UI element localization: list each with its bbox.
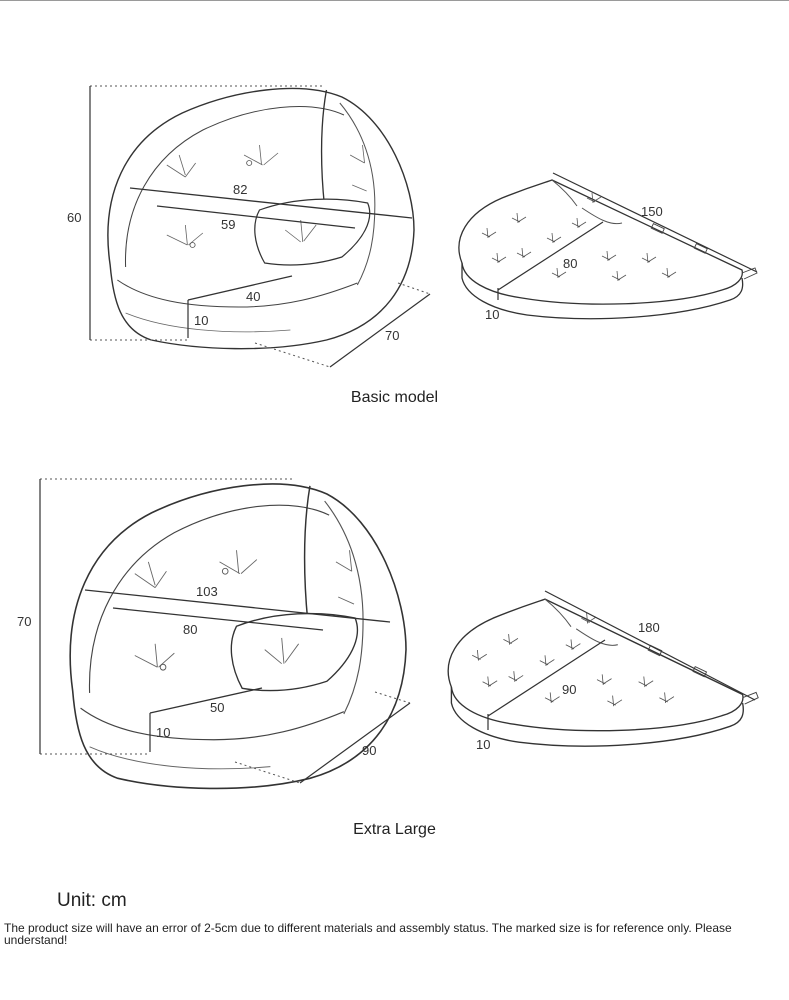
basic-chair-width-label: 82: [233, 182, 247, 197]
xl-seat-width-label: 80: [183, 622, 197, 637]
size-disclaimer: The product size will have an error of 2…: [4, 921, 732, 947]
basic-cushion-width-label: 80: [563, 256, 577, 271]
basic-cushion-thickness-label: 10: [485, 307, 499, 322]
basic-cushion-length-label: 150: [641, 204, 663, 219]
basic-seat-width-label: 59: [221, 217, 235, 232]
basic-seat-depth-label: 40: [246, 289, 260, 304]
xl-seat-depth-label: 50: [210, 700, 224, 715]
basic-model-caption: Basic model: [350, 389, 439, 406]
unit-label: Unit: cm: [57, 890, 127, 911]
xl-seat-thickness-label: 10: [156, 725, 170, 740]
xl-cushion-width-label: 90: [562, 682, 576, 697]
basic-chair-depth-label: 70: [385, 328, 399, 343]
xl-chair-drawing: [39, 478, 411, 790]
xl-chair-depth-label: 90: [362, 743, 376, 758]
xl-cushion-drawing: [447, 590, 759, 747]
xl-cushion-length-label: 180: [638, 620, 660, 635]
basic-seat-thickness-label: 10: [194, 313, 208, 328]
basic-chair-height-label: 60: [67, 210, 81, 225]
xl-chair-height-label: 70: [17, 614, 31, 629]
xl-cushion-thickness-label: 10: [476, 737, 490, 752]
basic-chair-drawing: [89, 85, 431, 368]
basic-cushion-drawing: [458, 172, 758, 320]
extra-large-caption: Extra Large: [353, 821, 436, 838]
top-divider: [0, 0, 789, 1]
xl-chair-width-label: 103: [196, 584, 218, 599]
